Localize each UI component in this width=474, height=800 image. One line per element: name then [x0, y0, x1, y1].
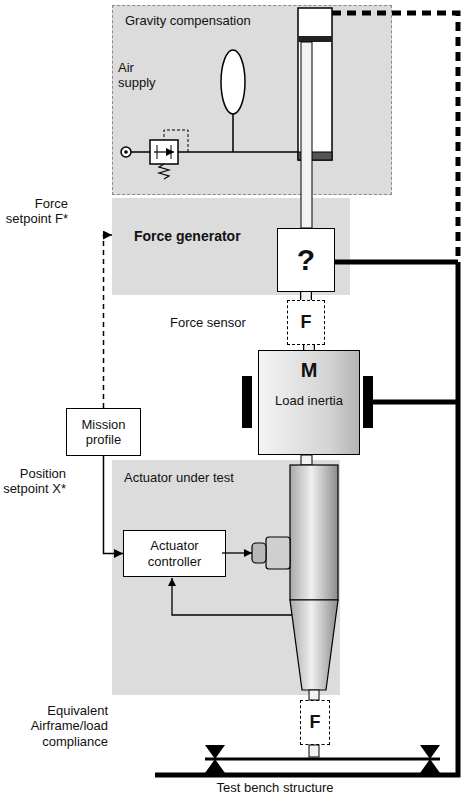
support-symbol: [420, 759, 440, 773]
region-title: Gravity compensation: [125, 13, 379, 28]
actuator-rod: [301, 455, 312, 465]
air-supply-dot: [124, 150, 128, 154]
annotation-label: Force sensor: [170, 315, 280, 330]
signal-arrow: [104, 456, 124, 554]
controller-box: Actuator controller: [123, 530, 226, 577]
guide-bearing: [242, 376, 252, 428]
force-sensor-box: F: [287, 300, 325, 345]
guide-bearing: [363, 376, 373, 428]
rod-body: [301, 292, 311, 300]
support-symbol: [205, 745, 225, 759]
box-label: ?: [297, 245, 315, 275]
air-line: [131, 151, 150, 153]
rod-outline: [303, 345, 315, 350]
force-sensor-box: F: [300, 700, 330, 745]
regulator-port: [171, 145, 172, 159]
region-title: Actuator under test: [124, 470, 328, 485]
annotation-label: Equivalent Airframe/load compliance: [2, 703, 108, 749]
region-panel: Force generator?: [112, 198, 350, 295]
box-label: Load inertia: [275, 393, 343, 408]
command-signal: [222, 552, 252, 553]
actuator-rod: [309, 745, 319, 757]
edge-label-box: Force setpoint F*: [4, 196, 68, 227]
force-generator-box: ?: [277, 228, 335, 292]
box-label: F: [310, 712, 321, 733]
servo-valve: [266, 537, 290, 569]
air-line: [178, 151, 298, 153]
actuator-housing: [290, 600, 338, 690]
regulator-spring: [159, 164, 169, 179]
air-supply-symbol: [121, 147, 131, 157]
annotation-label: Air supply: [118, 60, 166, 91]
actuator-rod: [309, 690, 319, 700]
label-box: Air supply: [118, 60, 166, 91]
signal-arrow: [104, 235, 113, 408]
structure-link: [373, 400, 458, 405]
bench-structure: [155, 262, 458, 775]
accumulator-stem: [232, 114, 234, 152]
accumulator: [221, 50, 245, 114]
push-rod: [306, 292, 307, 300]
label-box: Test bench structure: [190, 780, 360, 795]
push-rod: [309, 345, 310, 350]
structure-link: [335, 260, 458, 265]
region-panel: Gravity compensation: [112, 5, 392, 195]
support-symbol: [205, 759, 225, 773]
load-inertia-box: M Load inertia: [258, 350, 360, 455]
cylinder-rod: [301, 42, 312, 228]
regulator-port: [157, 145, 158, 159]
label-box: Force sensor: [170, 315, 280, 330]
label-box: Equivalent Airframe/load compliance: [2, 703, 108, 749]
valve-motor: [252, 543, 266, 563]
box-label: F: [301, 312, 312, 333]
connector-line: [104, 456, 124, 554]
pilot-line: [164, 130, 188, 152]
cylinder-piston: [298, 36, 332, 42]
structure-link-dashed: [332, 13, 458, 262]
rod-body: [304, 345, 314, 350]
rod-outline: [300, 292, 312, 300]
signal-label: Position setpoint X*: [2, 466, 66, 497]
signal-label: Force setpoint F*: [4, 196, 68, 227]
connector-line: [104, 235, 113, 408]
annotation-label: Test bench structure: [190, 780, 360, 795]
feedback-signal: [172, 578, 292, 615]
process-box: Mission profile: [66, 408, 141, 456]
edge-label-box: Position setpoint X*: [2, 466, 66, 497]
actuator-body: [290, 465, 338, 600]
compliance-beam: [205, 758, 440, 761]
pressure-regulator: [150, 140, 178, 164]
box-label: Actuator controller: [130, 538, 219, 569]
box-label: M: [301, 359, 318, 383]
region-title: Force generator: [134, 228, 350, 245]
support-symbol: [420, 745, 440, 759]
box-label: Mission profile: [71, 417, 136, 448]
